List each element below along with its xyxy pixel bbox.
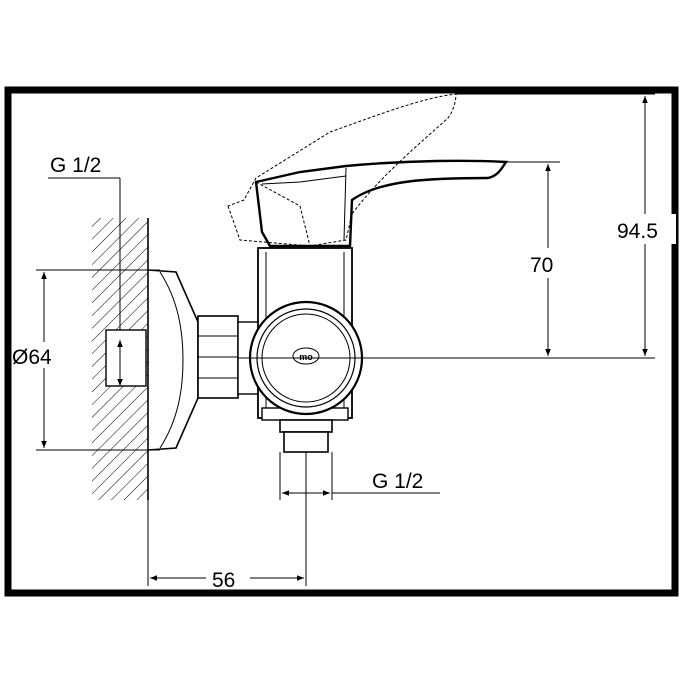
dim-wall-thread-label: G 1/2 (50, 154, 101, 177)
lever-handle (254, 159, 509, 248)
dim-depth: 56 (147, 452, 307, 592)
dim-depth-label: 56 (212, 569, 235, 592)
dim-outlet-thread-label: G 1/2 (372, 470, 423, 493)
wall-flange (147, 269, 199, 451)
dim-flange-diameter-label: Ø64 (12, 346, 52, 369)
dim-lever-height-label: 70 (530, 254, 553, 277)
dim-total-height: 94.5 (456, 93, 676, 356)
dim-lever-height: 70 (506, 161, 570, 356)
hex-nut (197, 315, 261, 399)
outlet-nipple (279, 419, 333, 453)
lever-handle-open-position (227, 93, 457, 247)
dim-flange-diameter: Ø64 (12, 269, 160, 451)
dim-total-height-label: 94.5 (617, 220, 658, 243)
dim-outlet-thread: G 1/2 (279, 452, 440, 500)
drawing-frame (4, 86, 679, 597)
logo-mark: mo (299, 352, 313, 362)
dim-wall-thread: G 1/2 (48, 154, 123, 386)
